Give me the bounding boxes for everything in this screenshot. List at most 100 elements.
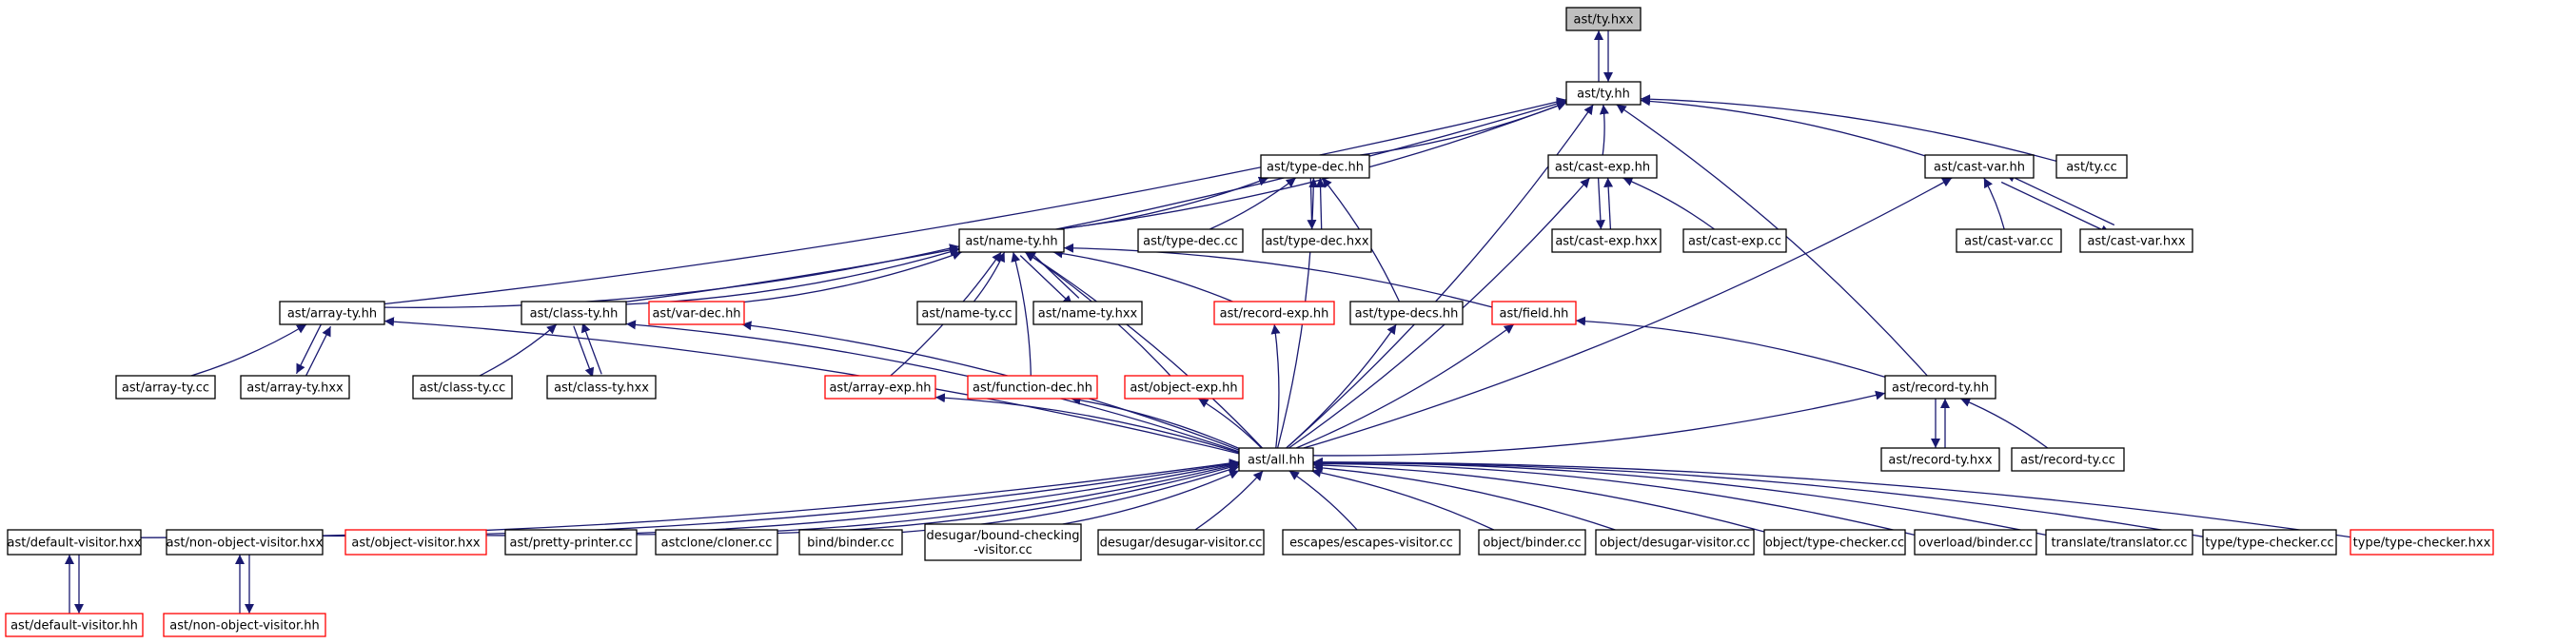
node-label: ast/default-visitor.hxx [8,537,142,551]
node-label: ast/record-ty.hh [1892,381,1989,396]
node-type_decs_hh[interactable]: ast/type-decs.hh [1349,301,1464,325]
node-label: ast/all.hh [1248,454,1305,468]
node-escapes_visitor_cc[interactable]: escapes/escapes-visitor.cc [1282,529,1461,556]
node-label: ast/non-object-visitor.hxx [167,537,324,551]
node-label: ast/var-dec.hh [652,307,740,322]
node-box [1238,447,1314,472]
node-object_exp_hh[interactable]: ast/object-exp.hh [1124,375,1244,400]
node-array_ty_hh[interactable]: ast/array-ty.hh [279,301,385,325]
node-box [7,529,142,556]
edge-all_hh-to-object_exp_hh [1197,398,1263,449]
node-cast_exp_cc[interactable]: ast/cast-exp.cc [1682,228,1787,253]
node-object_visitor_hxx[interactable]: ast/object-visitor.hxx [344,529,487,556]
node-box [5,613,144,637]
node-type_dec_hxx[interactable]: ast/type-dec.hxx [1262,228,1372,253]
node-desugar_visitor_cc[interactable]: desugar/desugar-visitor.cc [1097,529,1265,556]
node-class_ty_hxx[interactable]: ast/class-ty.hxx [546,375,657,400]
edge-cast_exp_hxx-to-cast_exp_hh [1603,177,1614,229]
node-box [1032,301,1143,325]
node-label: ast/type-dec.cc [1143,235,1238,249]
node-label: ast/cast-var.cc [1964,235,2054,249]
node-class_ty_hh[interactable]: ast/class-ty.hh [521,301,627,325]
node-label: ast/default-visitor.hh [10,619,138,634]
node-box [1213,301,1335,325]
node-name_ty_cc[interactable]: ast/name-ty.cc [916,301,1017,325]
node-label: ast/cast-exp.hh [1555,161,1650,175]
node-bind_binder_cc[interactable]: bind/binder.cc [798,529,903,556]
edge-name_ty_hxx-to-name_ty_hh [1026,247,1080,299]
node-cast_var_hh[interactable]: ast/cast-var.hh [1924,154,2035,179]
node-all_hh[interactable]: ast/all.hh [1238,447,1314,472]
node-field_hh[interactable]: ast/field.hh [1491,301,1577,325]
edge-cast_exp_hh-to-ty_hh [1599,104,1609,156]
node-cast_var_cc[interactable]: ast/cast-var.cc [1956,228,2062,253]
node-bound_checking_visitor_cc[interactable]: desugar/bound-checking-visitor.cc [924,523,1082,561]
node-box [1880,447,2000,472]
node-type_type_checker_hxx[interactable]: type/type-checker.hxx [2350,529,2494,556]
node-box [916,301,1017,325]
node-box [1478,529,1586,556]
node-box [240,375,350,400]
node-record_ty_hh[interactable]: ast/record-ty.hh [1884,375,1996,400]
node-label: ast/class-ty.hxx [554,381,649,396]
node-pretty_printer_cc[interactable]: ast/pretty-printer.cc [504,529,638,556]
node-label: ast/type-dec.hxx [1265,235,1368,249]
node-cast_exp_hh[interactable]: ast/cast-exp.hh [1547,154,1658,179]
node-box [1956,228,2062,253]
edge-translator_cc-to-all_hh [1312,458,2047,537]
edge-all_hh-to-class_ty_hh [625,320,1240,453]
node-type_type_checker_cc[interactable]: type/type-checker.cc [2202,529,2337,556]
node-name_ty_hxx[interactable]: ast/name-ty.hxx [1032,301,1143,325]
node-box [2079,228,2193,253]
edge-name_ty_hh-to-type_dec_hh [1058,176,1269,230]
node-ty_cc[interactable]: ast/ty.cc [2055,154,2128,179]
node-label: ast/cast-var.hxx [2087,235,2185,249]
node-class_ty_cc[interactable]: ast/class-ty.cc [412,375,513,400]
node-cloner_cc[interactable]: astclone/cloner.cc [655,529,778,556]
node-translator_cc[interactable]: translate/translator.cc [2045,529,2193,556]
edge-type_dec_cc-to-type_dec_hh [1209,177,1297,230]
edge-all_hh-to-array_exp_hh [934,393,1240,454]
edge-array_ty_hh-to-array_ty_hxx [295,322,324,375]
edge-all_hh-to-type_decs_hh [1286,323,1397,449]
node-non_object_visitor_hxx[interactable]: ast/non-object-visitor.hxx [166,529,324,556]
node-function_dec_hh[interactable]: ast/function-dec.hh [967,375,1098,400]
node-var_dec_hh[interactable]: ast/var-dec.hh [648,301,745,325]
node-array_ty_hxx[interactable]: ast/array-ty.hxx [240,375,350,400]
node-ty_hxx[interactable]: ast/ty.hxx [1565,7,1642,31]
node-type_dec_cc[interactable]: ast/type-dec.cc [1137,228,1244,253]
node-box [279,301,385,325]
nodes-layer: ast/ty.hxx ast/ty.hh ast/type-dec.hh ast/ca… [5,7,2494,637]
edge-function_dec_hh-to-name_ty_hh [1011,251,1032,377]
node-box [2011,447,2125,472]
node-box [412,375,513,400]
node-record_exp_hh[interactable]: ast/record-exp.hh [1213,301,1335,325]
edge-all_hh-to-record_exp_hh [1270,323,1281,449]
node-ty_hh[interactable]: ast/ty.hh [1565,81,1642,106]
node-box [655,529,778,556]
node-overload_binder_cc[interactable]: overload/binder.cc [1914,529,2037,556]
node-record_ty_hxx[interactable]: ast/record-ty.hxx [1880,447,2000,472]
edge-cast_var_hh-to-cast_var_hxx [2000,181,2111,235]
edge-class_ty_hh-to-ty_hh [625,99,1567,302]
node-box [1137,228,1244,253]
node-default_visitor_hxx[interactable]: ast/default-visitor.hxx [7,529,142,556]
node-type_dec_hh[interactable]: ast/type-dec.hh [1260,154,1370,179]
node-default_visitor_hh[interactable]: ast/default-visitor.hh [5,613,144,637]
node-object_binder_cc[interactable]: object/binder.cc [1478,529,1586,556]
edge-array_ty_cc-to-array_ty_hh [190,323,307,377]
node-object_desugar_visitor_cc[interactable]: object/desugar-visitor.cc [1595,529,1755,556]
node-box [1097,529,1265,556]
edge-all_hh-to-record_ty_hh [1312,390,1886,457]
node-label: ast/class-ty.cc [420,381,506,396]
node-array_exp_hh[interactable]: ast/array-exp.hh [824,375,936,400]
node-box [1884,375,1996,400]
node-cast_var_hxx[interactable]: ast/cast-var.hxx [2079,228,2193,253]
node-label: ast/name-ty.cc [921,307,1012,322]
node-record_ty_cc[interactable]: ast/record-ty.cc [2011,447,2125,472]
node-cast_exp_hxx[interactable]: ast/cast-exp.hxx [1551,228,1662,253]
node-non_object_visitor_hh[interactable]: ast/non-object-visitor.hh [163,613,326,637]
node-object_type_checker_cc[interactable]: object/type-checker.cc [1763,529,1906,556]
node-name_ty_hh[interactable]: ast/name-ty.hh [958,228,1065,253]
node-array_ty_cc[interactable]: ast/array-ty.cc [115,375,216,400]
